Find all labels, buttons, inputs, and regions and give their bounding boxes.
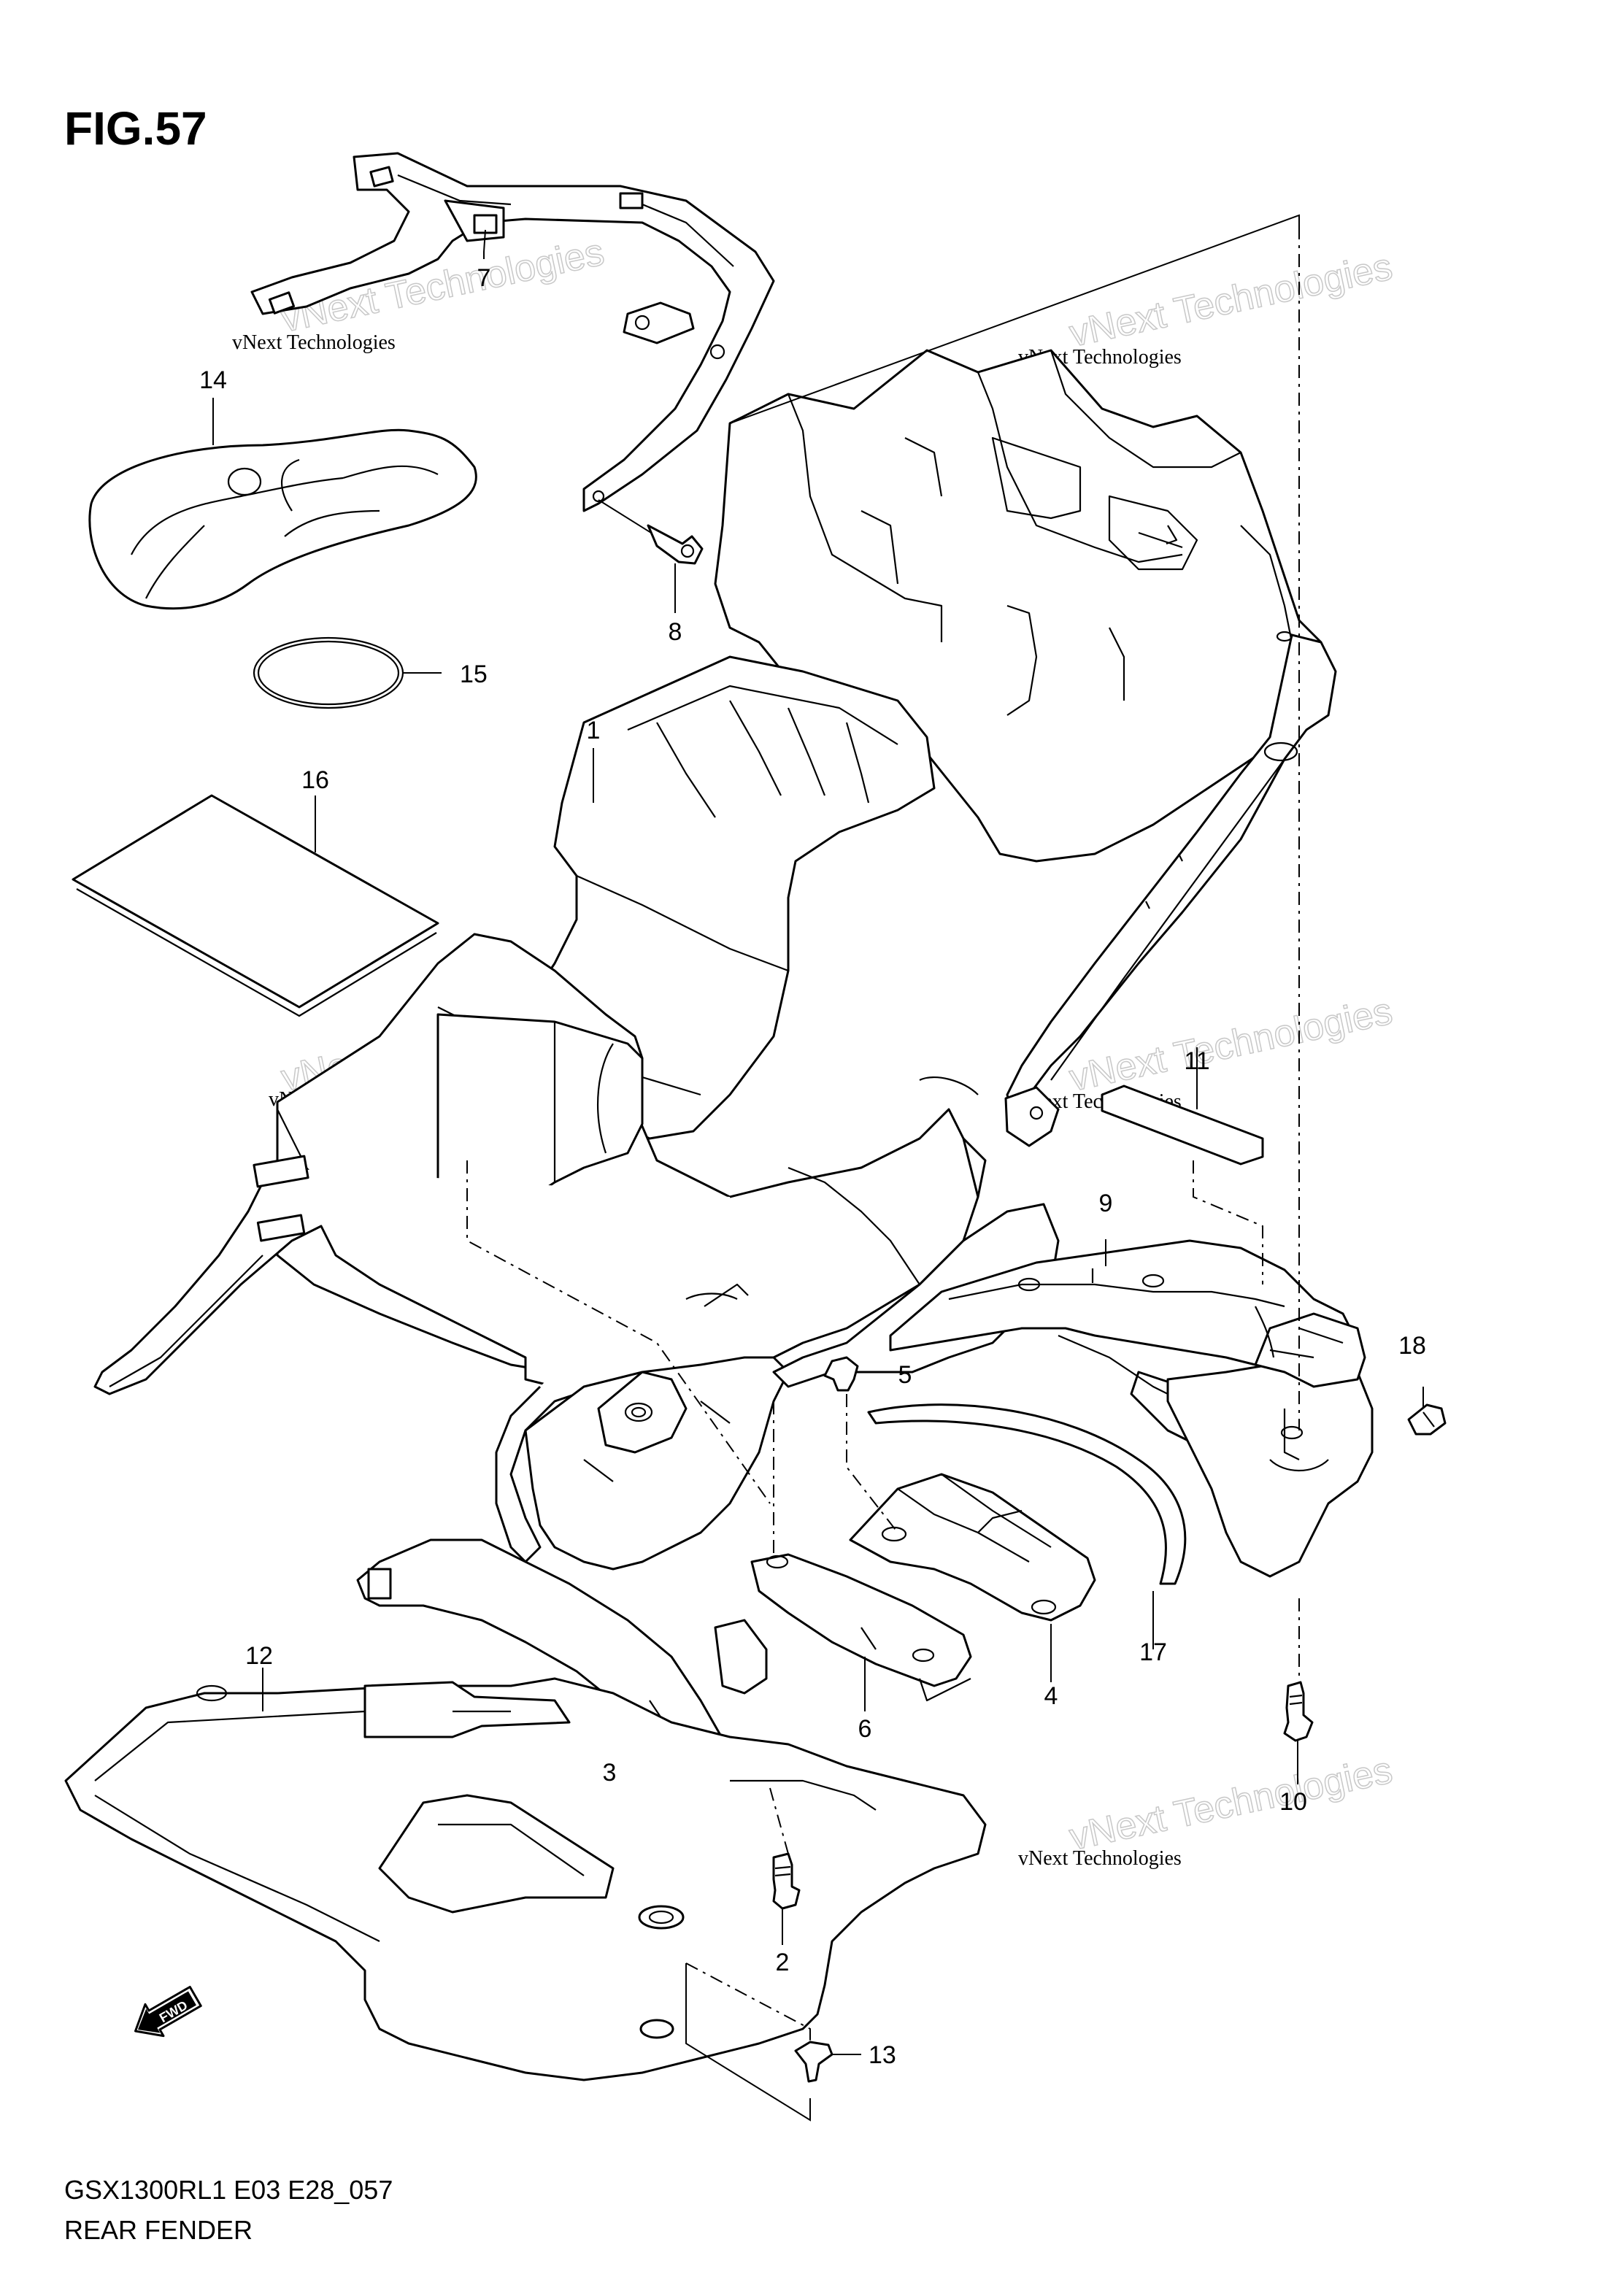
part-2-bolt xyxy=(772,1852,801,1945)
part-13-screw xyxy=(794,2041,861,2083)
outline-frame xyxy=(685,1963,811,2122)
figure-title: FIG.57 xyxy=(64,102,207,155)
fwd-arrow-icon: FWD xyxy=(134,1986,202,2038)
callout-4: 4 xyxy=(1044,1682,1058,1710)
callout-11: 11 xyxy=(1184,1047,1209,1075)
leader-line xyxy=(483,229,486,259)
callout-8: 8 xyxy=(669,618,682,646)
figure-name: REAR FENDER xyxy=(64,2215,253,2245)
part-4-bracket xyxy=(849,1473,1096,1682)
watermark-big: vNext Technologies xyxy=(1066,990,1395,1099)
callout-13: 13 xyxy=(869,2041,896,2069)
callout-18: 18 xyxy=(1398,1332,1426,1360)
callout-12: 12 xyxy=(245,1642,273,1670)
callout-9: 9 xyxy=(1099,1190,1113,1217)
callout-10: 10 xyxy=(1279,1788,1307,1816)
part-9-inner-fender xyxy=(889,1239,1374,1578)
watermark-big: vNext Technologies xyxy=(1066,1749,1395,1858)
watermark-big: vNext Technologies xyxy=(1066,245,1395,355)
part-5-clip xyxy=(823,1356,894,1392)
watermark-small: vNext Technologies xyxy=(232,331,396,354)
part-10-bolt xyxy=(1283,1681,1314,1784)
callout-2: 2 xyxy=(776,1949,790,1976)
part-17-strap xyxy=(867,1403,1187,1649)
part-14-pad xyxy=(88,428,477,610)
callout-15: 15 xyxy=(460,660,488,688)
part-18-fastener xyxy=(1407,1387,1447,1436)
callout-labels: 7 14 8 15 1 16 11 9 18 5 12 17 4 6 3 10 … xyxy=(199,229,1426,2069)
outline-frame xyxy=(729,214,1300,424)
part-11-strip xyxy=(1101,1047,1264,1166)
part-8-bolt xyxy=(598,499,704,565)
figure-code: GSX1300RL1 E03 E28_057 xyxy=(64,2175,393,2205)
part-16-sheet xyxy=(72,794,439,1017)
part-6-plate xyxy=(750,1553,972,1711)
callout-7: 7 xyxy=(477,264,491,292)
watermark-small: vNext Technologies xyxy=(1018,1847,1182,1870)
callout-17: 17 xyxy=(1139,1638,1167,1666)
part-12-lower-cover xyxy=(64,1619,987,2081)
callout-1: 1 xyxy=(587,717,601,744)
part-7-grab-rail xyxy=(250,152,775,512)
callout-14: 14 xyxy=(199,366,227,394)
callout-6: 6 xyxy=(858,1715,872,1743)
part-1-rear-fender xyxy=(93,349,1337,1571)
callout-16: 16 xyxy=(301,766,329,794)
part-15-ring xyxy=(253,636,442,709)
callout-3: 3 xyxy=(603,1759,617,1787)
assembly-lines xyxy=(466,226,1300,2043)
callout-5: 5 xyxy=(898,1361,912,1389)
